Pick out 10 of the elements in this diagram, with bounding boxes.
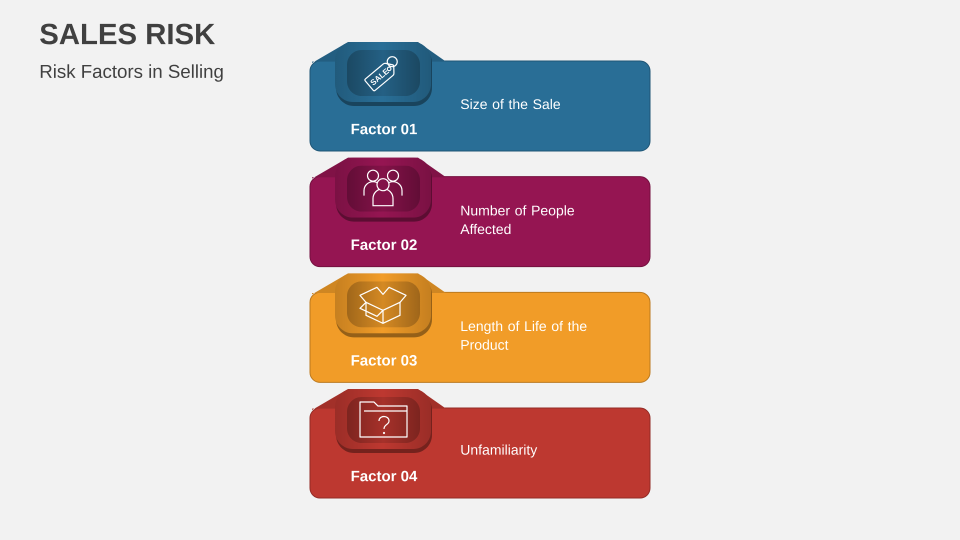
title: SALES RISK	[40, 24, 215, 44]
description-text: Length of Life of the Product	[461, 320, 586, 350]
factor-label: Factor 03	[352, 355, 417, 366]
factor-label: Factor 04	[352, 470, 418, 482]
description-text: Number of People Affected	[460, 205, 574, 234]
description-text: Unfamiliarity	[461, 444, 538, 458]
factor-label: Factor 02	[352, 239, 417, 250]
factor-label: Factor 01	[352, 124, 417, 134]
subtitle: Risk Factors in Selling	[40, 64, 223, 82]
description-text: Size of the Sale	[460, 98, 560, 110]
